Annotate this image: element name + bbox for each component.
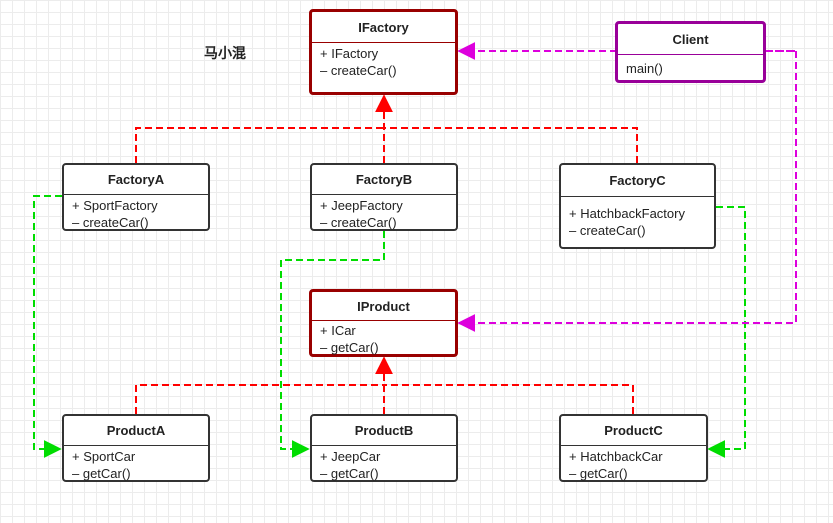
factoryc-member: + HatchbackFactory <box>569 206 685 221</box>
ifactory-member: – createCar() <box>320 63 397 78</box>
producta-class-box[interactable]: ProductA + SportCar – getCar() <box>62 414 210 482</box>
ifactory-member: + IFactory <box>320 46 379 61</box>
factorya-member: + SportFactory <box>72 198 158 213</box>
productb-class-box[interactable]: ProductB + JeepCar – getCar() <box>310 414 458 482</box>
edge-factorya-creates-producta <box>33 195 62 458</box>
watermark-text: 马小混 <box>204 45 246 61</box>
client-member: main() <box>626 61 663 76</box>
edge-factorya-implements-ifactory <box>135 127 384 163</box>
producta-member: – getCar() <box>72 466 131 481</box>
productb-member: + JeepCar <box>320 449 381 464</box>
iproduct-interface-box[interactable]: IProduct + ICar – getCar() <box>309 289 458 357</box>
ifactory-interface-box[interactable]: IFactory + IFactory – createCar() <box>309 9 458 95</box>
client-title: Client <box>618 24 763 55</box>
iproduct-member: + ICar <box>320 323 356 338</box>
factoryb-title: FactoryB <box>312 165 456 195</box>
factoryc-title: FactoryC <box>561 165 714 197</box>
producta-title: ProductA <box>64 416 208 446</box>
iproduct-title: IProduct <box>312 292 455 321</box>
productb-title: ProductB <box>312 416 456 446</box>
factoryc-member: – createCar() <box>569 223 646 238</box>
factoryc-class-box[interactable]: FactoryC + HatchbackFactory – createCar(… <box>559 163 716 249</box>
productc-title: ProductC <box>561 416 706 446</box>
edge-factoryc-implements-ifactory <box>384 127 638 163</box>
factoryb-member: – createCar() <box>320 215 397 230</box>
iproduct-member: – getCar() <box>320 340 379 355</box>
productc-member: – getCar() <box>569 466 628 481</box>
edge-productc-implements-iproduct <box>384 384 634 414</box>
productb-member: – getCar() <box>320 466 379 481</box>
factorya-class-box[interactable]: FactoryA + SportFactory – createCar() <box>62 163 210 231</box>
producta-member: + SportCar <box>72 449 136 464</box>
factoryb-class-box[interactable]: FactoryB + JeepFactory – createCar() <box>310 163 458 231</box>
factorya-member: – createCar() <box>72 215 149 230</box>
client-class-box[interactable]: Client main() <box>615 21 766 83</box>
ifactory-title: IFactory <box>312 12 455 43</box>
productc-class-box[interactable]: ProductC + HatchbackCar – getCar() <box>559 414 708 482</box>
factorya-title: FactoryA <box>64 165 208 195</box>
productc-member: + HatchbackCar <box>569 449 663 464</box>
factoryb-member: + JeepFactory <box>320 198 403 213</box>
edge-producta-implements-iproduct <box>135 384 384 414</box>
